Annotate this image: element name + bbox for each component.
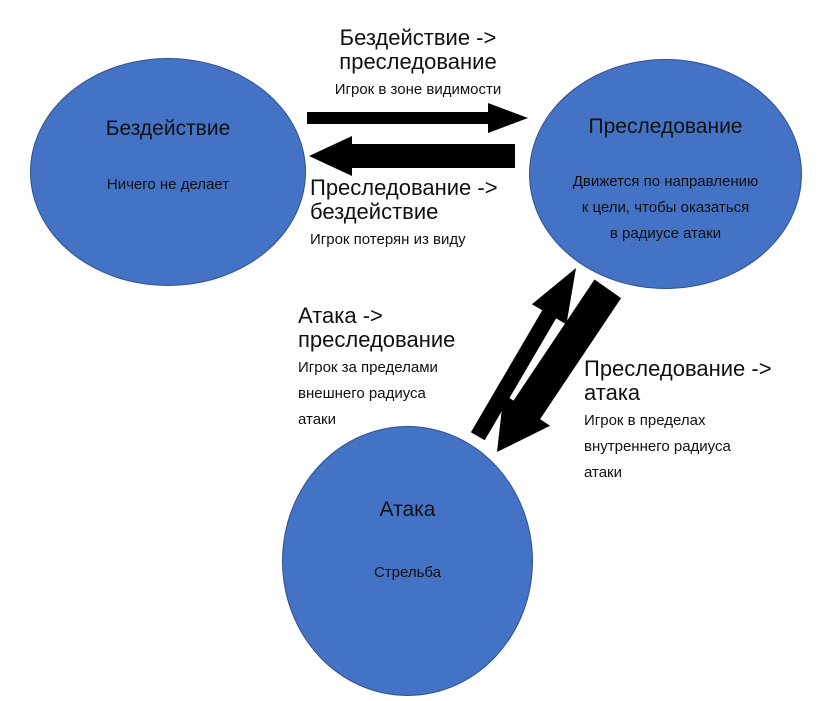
state-attack-title: Атака [379, 498, 436, 521]
transition-chase-to-attack-label: Преследование -> атака Игрок в пределах … [584, 357, 824, 486]
state-chase-description-line: в радиусе атаки [609, 225, 722, 242]
state-chase-title: Преследование [588, 115, 743, 138]
transition-idle-to-chase-label: Бездействие -> преследование Игрок в зон… [298, 26, 538, 103]
transition-condition-line: Игрок в зоне видимости [334, 81, 502, 98]
state-idle: Бездействие Ничего не делает [30, 58, 306, 286]
state-attack: Атака Стрельба [282, 426, 533, 696]
arrow-chase-to-idle [309, 136, 515, 176]
transition-condition-line: атаки [584, 464, 622, 481]
transition-title-line: атака [584, 380, 641, 405]
transition-attack-to-chase-label: Атака -> преследование Игрок за пределам… [298, 304, 498, 433]
arrow-idle-to-chase [307, 103, 528, 133]
transition-title-line: Бездействие -> [339, 25, 497, 50]
transition-chase-to-idle-label: Преследование -> бездействие Игрок потер… [310, 176, 540, 253]
state-attack-description: Стрельба [373, 564, 442, 581]
transition-title-line: Преследование -> [310, 175, 498, 200]
transition-condition-line: Игрок за пределами [298, 359, 438, 376]
transition-condition-line: внутреннего радиуса [584, 438, 731, 455]
transition-condition-line: внешнего радиуса [298, 385, 426, 402]
state-idle-title: Бездействие [105, 117, 231, 140]
arrow-chase-to-attack [497, 279, 622, 452]
transition-title-line: бездействие [310, 199, 439, 224]
transition-title-line: Атака -> [298, 303, 383, 328]
arrow-attack-to-chase [470, 268, 576, 441]
transition-title-line: преследование [339, 49, 497, 74]
state-chase-description-line: Движется по направлению [572, 173, 759, 190]
transition-title-line: преследование [298, 327, 456, 352]
transition-condition-line: Игрок потерян из виду [310, 231, 466, 248]
state-chase: Преследование Движется по направлению к … [529, 59, 802, 289]
transition-condition-line: атаки [298, 411, 336, 428]
transition-condition-line: Игрок в пределах [584, 412, 706, 429]
state-chase-description: Движется по направлению к цели, чтобы ок… [530, 169, 801, 247]
state-chase-description-line: к цели, чтобы оказаться [581, 199, 750, 216]
transition-title-line: Преследование -> [584, 356, 772, 381]
state-idle-description: Ничего не делает [106, 176, 230, 193]
